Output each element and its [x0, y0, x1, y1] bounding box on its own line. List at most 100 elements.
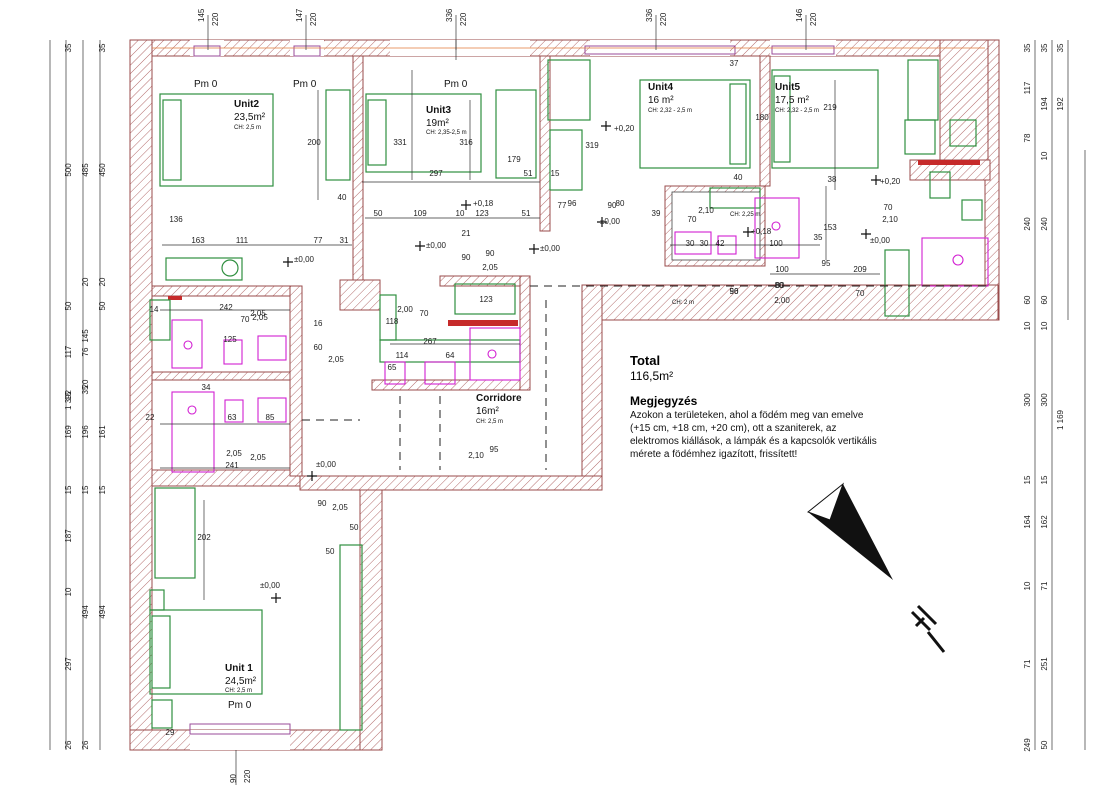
dimension-label: 76 — [81, 347, 90, 356]
interior-dimension-label: 42 — [716, 239, 725, 248]
window-height: 220 — [243, 769, 252, 783]
dimension-label: 35 — [98, 43, 107, 52]
dimension-label: 26 — [81, 740, 90, 749]
interior-dimension-label: 202 — [197, 533, 211, 542]
interior-dimension-label: 209 — [853, 265, 867, 274]
interior-dimension-label: 38 — [828, 175, 837, 184]
note-title: Megjegyzés — [630, 394, 698, 408]
interior-dimension-label: 51 — [524, 169, 533, 178]
interior-dimension-label: 70 — [420, 309, 429, 318]
dimension-label: 500 — [64, 163, 73, 177]
interior-dimension-label: 70 — [856, 289, 865, 298]
dimension-label: 117 — [64, 345, 73, 358]
dimension-label: 300 — [1023, 393, 1032, 407]
interior-dimension-label: 30 — [700, 239, 709, 248]
dimension-label: 450 — [98, 163, 107, 177]
interior-dimension-label: 118 — [386, 317, 399, 326]
dimension-label: 71 — [1023, 659, 1032, 668]
room-name-unit3: Unit3 — [426, 105, 451, 116]
interior-dimension-label: 319 — [585, 141, 599, 150]
dimension-label: 50 — [1040, 740, 1049, 749]
interior-dimension-label: 95 — [490, 445, 499, 454]
dimension-label: 35 — [64, 43, 73, 52]
dimension-label: 300 — [1040, 393, 1049, 407]
interior-dimension-label: 297 — [429, 169, 443, 178]
room-area-unit2: 23,5m² — [234, 112, 266, 123]
interior-dimension-label: 2,05 — [250, 309, 266, 318]
interior-dimension-label: 163 — [191, 236, 205, 245]
dimension-label: 196 — [81, 425, 90, 439]
room-name-unit4: Unit4 — [648, 82, 673, 93]
walls — [129, 39, 1000, 751]
dimension-label: 249 — [1023, 738, 1032, 752]
interior-dimension-label: 16 — [314, 319, 323, 328]
room-ch-unit2: CH: 2,5 m — [234, 125, 261, 131]
level-label: +0,20 — [614, 124, 635, 133]
room-ch-unit4: CH: 2,32 - 2,5 m — [648, 108, 692, 114]
room-area-unit5: 17,5 m² — [775, 95, 810, 106]
interior-dimension-label: 50 — [374, 209, 383, 218]
interior-dimension-label: 15 — [551, 169, 560, 178]
window-height: 220 — [459, 12, 468, 26]
dimension-label: 187 — [64, 529, 73, 543]
interior-dimension-label: 267 — [423, 337, 437, 346]
interior-dimension-label: 111 — [236, 236, 249, 245]
level-label: +0,18 — [473, 199, 494, 208]
dimension-label: 117 — [1023, 81, 1032, 94]
interior-dimension-label: 2,05 — [328, 355, 344, 364]
pm-label-unit3: Pm 0 — [444, 79, 468, 90]
room-area-unit3: 19m² — [426, 118, 449, 129]
interior-dimension-label: 242 — [219, 303, 233, 312]
room-name-unit1: Unit 1 — [225, 663, 253, 674]
interior-dimension-label: 80 — [775, 281, 784, 290]
interior-dimension-label: 90 — [318, 499, 327, 508]
dimension-lines — [160, 40, 880, 600]
interior-dimension-label: 123 — [475, 209, 489, 218]
level-label: +0,18 — [751, 227, 772, 236]
interior-dimension-label: 50 — [730, 287, 739, 296]
dimension-label: 20 — [81, 379, 90, 388]
dimension-label: 60 — [1023, 295, 1032, 304]
interior-dimension-label: 21 — [462, 229, 471, 238]
dimension-label: 494 — [81, 605, 90, 619]
interior-dimension-label: 40 — [734, 173, 743, 182]
dimension-label: 1 392 — [64, 389, 73, 410]
top-window-dims: 145 220 147 220 336 220 336 220 146 220 … — [197, 8, 818, 783]
dimension-label: 71 — [1040, 581, 1049, 590]
interior-dimension-label: 2,05 — [226, 449, 242, 458]
dimension-label: 20 — [81, 277, 90, 286]
interior-dimension-label: 96 — [730, 287, 739, 296]
dimension-label: 240 — [1040, 217, 1049, 231]
window-height: 220 — [659, 12, 668, 26]
level-label: +0,20 — [880, 177, 901, 186]
interior-dimension-label: 2,10 — [698, 206, 714, 215]
dimension-label: 494 — [98, 605, 107, 619]
dimension-label: 194 — [1040, 97, 1049, 111]
dimension-label: 10 — [64, 587, 73, 596]
interior-dimension-label: 123 — [479, 295, 493, 304]
level-label: ±0,00 — [260, 581, 281, 590]
dimension-label: 15 — [98, 485, 107, 494]
dimension-label: 15 — [64, 485, 73, 494]
north-arrow-icon — [806, 482, 946, 653]
note-text: Azokon a területeken, ahol a födém meg v… — [630, 410, 877, 460]
dimension-label: 164 — [1023, 515, 1032, 529]
ceiling-lines — [302, 285, 990, 470]
interior-dimension-label: 37 — [730, 59, 739, 68]
pm-label-unit1: Pm 0 — [228, 700, 252, 711]
interior-dimension-label: 2,05 — [252, 313, 268, 322]
room-area-unit1: 24,5m² — [225, 676, 257, 687]
dimension-label: 485 — [81, 163, 90, 177]
interior-dimension-label: 2,05 — [332, 503, 348, 512]
window-height: 220 — [211, 12, 220, 26]
room-ch-corridor: CH: 2,5 m — [476, 419, 503, 425]
dimension-label: 35 — [1023, 43, 1032, 52]
dimension-label: 251 — [1040, 657, 1049, 671]
window-height: 220 — [809, 12, 818, 26]
bathroom-fixtures — [171, 119, 989, 473]
